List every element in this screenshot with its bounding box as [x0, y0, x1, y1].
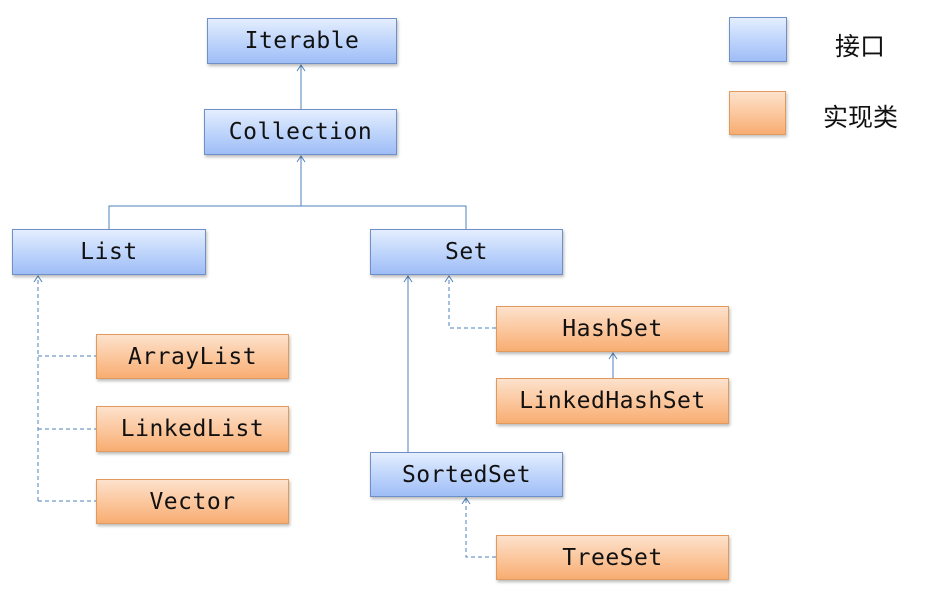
node-iterable: Iterable — [207, 18, 397, 64]
node-hashset-label: HashSet — [562, 316, 663, 342]
node-linkedhashset: LinkedHashSet — [496, 378, 729, 424]
node-list: List — [12, 229, 206, 275]
legend-implementation-label: 实现类 — [823, 103, 899, 132]
node-sortedset-label: SortedSet — [401, 461, 532, 488]
legend-interface-label: 接口 — [835, 32, 886, 61]
node-arraylist-label: ArrayList — [127, 343, 258, 370]
edge-list-set-bracket — [108, 205, 467, 229]
legend-implementation-swatch — [729, 91, 786, 135]
node-treeset-label: TreeSet — [562, 544, 663, 571]
node-hashset: HashSet — [496, 306, 729, 352]
node-treeset: TreeSet — [496, 535, 729, 580]
edge-hashset-set — [444, 275, 496, 329]
node-sortedset: SortedSet — [370, 452, 563, 497]
node-linkedhashset-label: LinkedHashSet — [519, 388, 706, 414]
node-collection-label: Collection — [228, 119, 373, 145]
node-iterable-label: Iterable — [244, 28, 360, 54]
node-set-label: Set — [444, 239, 489, 265]
node-arraylist: ArrayList — [96, 334, 289, 379]
node-vector-label: Vector — [149, 488, 236, 515]
legend-interface-swatch — [729, 17, 787, 62]
edge-treeset-sortedset — [461, 497, 496, 558]
node-list-label: List — [80, 239, 138, 265]
node-set: Set — [370, 229, 563, 275]
node-linkedlist-label: LinkedList — [120, 416, 265, 442]
node-linkedlist: LinkedList — [96, 406, 289, 452]
node-collection: Collection — [204, 109, 397, 155]
node-vector: Vector — [96, 479, 289, 524]
